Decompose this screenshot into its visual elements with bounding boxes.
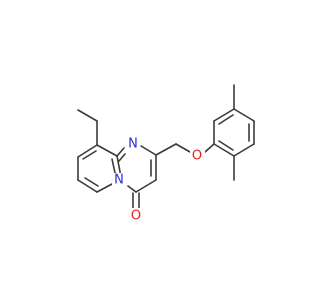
- oxygen-atom-label: O: [192, 149, 202, 164]
- bond-inner: [218, 140, 234, 151]
- bond: [77, 144, 98, 158]
- bond: [116, 147, 125, 157]
- ether-linker: [155, 143, 215, 156]
- bond: [233, 108, 255, 122]
- oxygen-atom-label: O: [131, 209, 141, 224]
- dimethylphenyl-ring: [213, 84, 255, 181]
- bond-inner: [84, 177, 99, 187]
- bond-double: [118, 153, 126, 162]
- pyrimidinone-ring: [116, 145, 157, 209]
- bond: [135, 179, 157, 193]
- bond: [233, 143, 255, 157]
- bond: [155, 143, 177, 156]
- bond: [96, 183, 113, 193]
- bond: [127, 185, 137, 193]
- bond: [204, 143, 215, 153]
- bond: [213, 143, 235, 157]
- bond: [175, 143, 191, 153]
- bond: [77, 179, 98, 193]
- bond-inner: [218, 114, 234, 125]
- bond: [96, 144, 118, 157]
- bond: [213, 108, 235, 122]
- bond-inner: [82, 150, 97, 160]
- nitrogen-atom-label: N: [114, 173, 124, 188]
- molecule-structure: N N O O: [77, 84, 255, 224]
- bond-inner: [111, 158, 116, 174]
- atom-labels: N N O O: [112, 137, 205, 224]
- nitrogen-atom-label: N: [128, 137, 138, 152]
- bond: [140, 145, 157, 156]
- methyl-bond: [77, 109, 98, 122]
